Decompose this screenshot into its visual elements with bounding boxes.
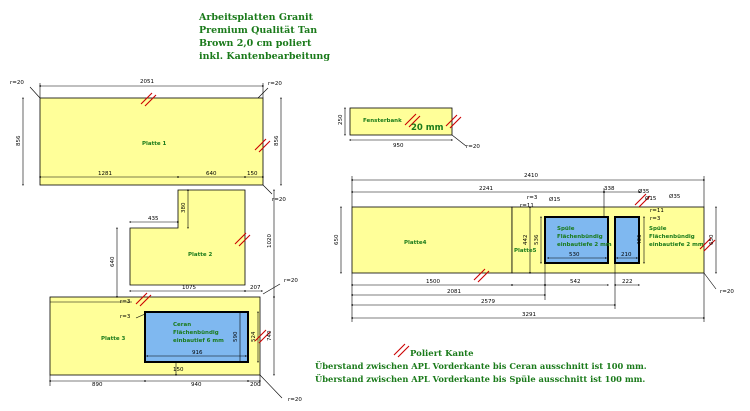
header-line-1: Arbeitsplatten Granit (199, 12, 314, 23)
sink-1-label-1: Spüle (557, 226, 575, 232)
diameter-15-a: Ø15 (549, 196, 561, 203)
dim-1075: 1075 (182, 285, 196, 291)
polished-edge-marks (135, 92, 716, 358)
dim-542: 542 (570, 279, 581, 285)
radius-r3-c: r=3 (527, 195, 538, 201)
dim-435: 435 (148, 216, 159, 222)
radius-r3-a: r=3 (120, 299, 131, 305)
dim-150-b: 150 (173, 367, 184, 373)
ceran-label-3: einbautief 6 mm (173, 338, 224, 344)
dim-650-right: 650 (709, 234, 715, 245)
dim-2410: 2410 (524, 173, 538, 179)
dim-916: 916 (192, 350, 203, 356)
plate-1 (39, 97, 264, 186)
dim-210: 210 (621, 252, 632, 258)
dim-222: 222 (622, 279, 633, 285)
dim-338: 338 (604, 186, 615, 192)
dim-200: 200 (250, 382, 261, 388)
note-sink-overhang: Überstand zwischen APL Vorderkante bis S… (315, 374, 646, 384)
header-line-4: inkl. Kantenbearbeitung (199, 51, 330, 62)
dim-640-b: 640 (110, 256, 116, 267)
plate-4 (351, 206, 513, 274)
dim-150-a: 150 (247, 171, 258, 177)
sink-cutout-2 (614, 216, 640, 264)
dim-436: 436 (637, 234, 643, 245)
dim-1500: 1500 (426, 279, 440, 285)
plate-5-label: Platte5 (514, 248, 537, 254)
dim-856-right: 856 (274, 135, 280, 146)
dim-2579: 2579 (481, 299, 495, 305)
sink-1-label-2: Flächenbündig (557, 234, 603, 240)
radius-r20-d: r=20 (284, 278, 298, 284)
dim-650-left: 650 (334, 234, 340, 245)
radius-r3-d: r=3 (650, 216, 661, 222)
plate-4-label: Platte4 (404, 240, 427, 246)
ceran-cutout (144, 311, 249, 363)
dim-2081: 2081 (447, 289, 461, 295)
ceran-label-2: Flächenbündig (173, 330, 219, 336)
diameter-15-b: Ø15 (645, 195, 657, 202)
dim-380: 380 (181, 202, 187, 213)
dim-1281: 1281 (98, 171, 112, 177)
dim-2051: 2051 (140, 79, 154, 85)
sink-cutout-1 (544, 216, 609, 264)
radius-r20-a: r=20 (10, 80, 24, 86)
window-sill-label: Fensterbank (363, 118, 402, 124)
dim-740: 740 (267, 330, 273, 341)
dim-2241: 2241 (479, 186, 493, 192)
dim-890: 890 (92, 382, 103, 388)
dim-950: 950 (393, 143, 404, 149)
diameter-35-b: Ø35 (669, 193, 681, 200)
radius-r20-e: r=20 (288, 397, 302, 403)
legend-polished-edge: Poliert Kante (410, 349, 474, 359)
radius-r3-b: r=3 (120, 314, 131, 320)
dim-530: 530 (569, 252, 580, 258)
radius-r20-b: r=20 (268, 81, 282, 87)
dim-207: 207 (250, 285, 261, 291)
header-line-2: Premium Qualität Tan (199, 25, 318, 36)
note-ceran-overhang: Überstand zwischen APL Vorderkante bis C… (315, 361, 647, 371)
dim-1020: 1020 (267, 234, 273, 248)
sink-2-label-3: einbautiefe 2 mm (649, 242, 704, 248)
dim-856-left: 856 (16, 135, 22, 146)
diameter-35-a: Ø35 (638, 188, 650, 195)
dim-3291: 3291 (522, 312, 536, 318)
plate-2-label: Platte 2 (188, 252, 213, 258)
window-sill (349, 107, 453, 136)
window-sill-thickness: 20 mm (411, 123, 444, 133)
dim-590: 590 (233, 331, 239, 342)
radius-r20-c: r=20 (272, 197, 286, 203)
header-line-3: Brown 2,0 cm poliert (199, 38, 312, 49)
dim-250: 250 (338, 114, 344, 125)
ceran-label-1: Ceran (173, 322, 191, 328)
dim-940: 940 (191, 382, 202, 388)
plate-1-label: Platte 1 (142, 141, 167, 147)
sink-2-label-2: Flächenbündig (649, 234, 695, 240)
dim-442: 442 (523, 235, 529, 246)
plate-3-label: Platte 3 (101, 336, 126, 342)
dim-524: 524 (251, 331, 257, 342)
radius-r11-b: r=11 (650, 208, 664, 214)
sink-1-label-3: einbautiefe 2 mm (557, 242, 612, 248)
radius-r11-a: r=11 (520, 203, 534, 209)
sink-2-label-1: Spüle (649, 226, 667, 232)
radius-r20-g: r=20 (720, 289, 734, 295)
radius-r20-f: r=20 (466, 144, 480, 150)
dim-536: 536 (534, 234, 540, 245)
dim-640-a: 640 (206, 171, 217, 177)
